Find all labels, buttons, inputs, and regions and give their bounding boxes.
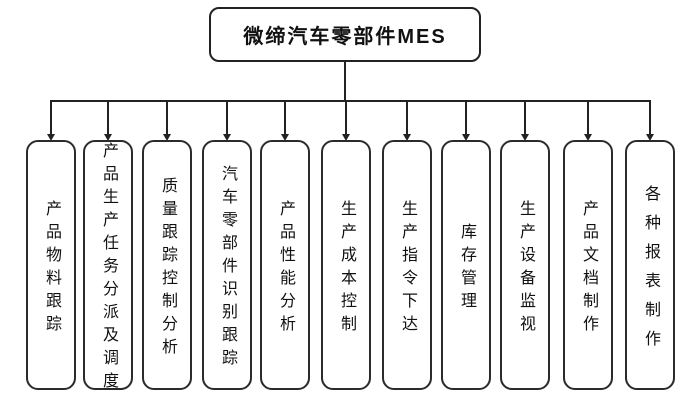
connector-arrow: [281, 101, 289, 141]
module-label: 汽车零部件识别跟踪: [219, 165, 236, 372]
module-label: 生产设备监视: [517, 199, 534, 338]
connector-arrow: [403, 101, 411, 141]
module-box: 产品物料跟踪: [26, 140, 76, 390]
connector-arrow: [223, 101, 231, 141]
module-label: 生产成本控制: [338, 199, 355, 338]
connector-arrow: [646, 101, 654, 141]
connector-arrow: [584, 101, 592, 141]
connector-stem: [344, 62, 346, 102]
module-label: 产品物料跟踪: [43, 199, 60, 338]
connector-arrow: [462, 101, 470, 141]
connector-arrow: [163, 101, 171, 141]
module-label: 产品性能分析: [277, 199, 294, 338]
module-box: 各种报表制作: [625, 140, 675, 390]
connector-bus-line: [50, 100, 651, 102]
module-box: 生产成本控制: [321, 140, 371, 390]
module-box: 生产设备监视: [500, 140, 550, 390]
module-label: 质量跟踪控制分析: [159, 176, 176, 361]
root-node: 微缔汽车零部件MES: [209, 7, 481, 62]
module-box: 产品性能分析: [260, 140, 310, 390]
module-box: 产品生产任务分派及调度: [83, 140, 133, 395]
module-label: 各种报表制作: [642, 184, 659, 359]
module-label: 生产指令下达: [399, 199, 416, 338]
module-box: 库存管理: [441, 140, 491, 390]
root-node-label: 微缔汽车零部件MES: [243, 26, 447, 48]
connector-arrow: [342, 101, 350, 141]
module-box: 生产指令下达: [382, 140, 432, 390]
module-box: 产品文档制作: [563, 140, 613, 390]
module-box: 汽车零部件识别跟踪: [202, 140, 252, 390]
connector-arrow: [47, 101, 55, 141]
module-label: 库存管理: [458, 222, 475, 315]
module-label: 产品文档制作: [580, 199, 597, 338]
module-label: 产品生产任务分派及调度: [100, 142, 117, 395]
module-box: 质量跟踪控制分析: [142, 140, 192, 390]
connector-arrow: [104, 101, 112, 141]
connector-arrow: [521, 101, 529, 141]
